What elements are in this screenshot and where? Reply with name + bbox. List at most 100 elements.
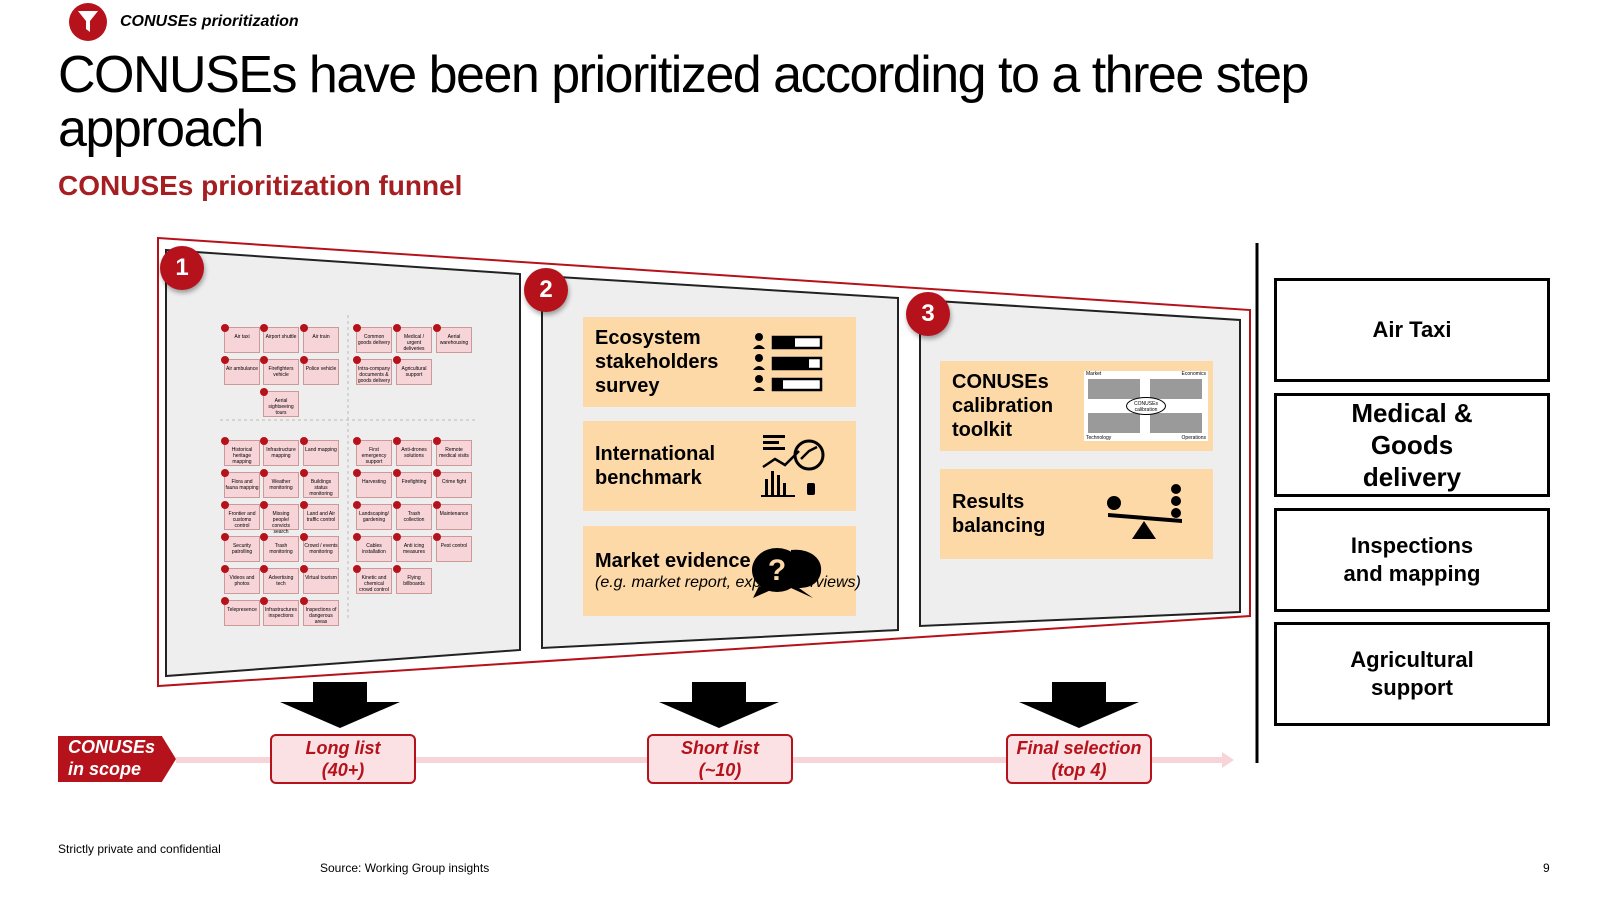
long-list-tile: Kinetic and chemical crowd control	[353, 565, 392, 594]
svg-text:?: ?	[768, 554, 786, 587]
long-list-tile: Remote medical visits	[433, 437, 472, 466]
long-list-tile: Pest control	[433, 533, 472, 562]
long-list-tile: Aerial warehousing	[433, 324, 472, 353]
section-tag: CONUSEs prioritization	[120, 13, 299, 30]
progress-track-arrow	[1222, 752, 1234, 768]
long-list-tile: Weather monitoring	[260, 469, 299, 498]
source-note: Source: Working Group insights	[320, 861, 490, 875]
long-list-tile: Cables installation	[353, 533, 392, 562]
thumb-bottom-right: Operations	[1181, 435, 1206, 441]
long-list-tile: Flying billboards	[393, 565, 432, 594]
stage-short-list: Short list (~10)	[647, 734, 793, 784]
long-list-tile: Airport shuttle	[260, 324, 299, 353]
long-list-tile: Firefighting	[393, 469, 432, 498]
calibration-matrix-icon: Market Economics CONUSEs calibration Tec…	[1084, 371, 1208, 441]
card-label: CONUSEs calibration toolkit	[952, 371, 1054, 441]
stage-count: (~10)	[698, 760, 742, 780]
long-list-tile: Maintenance	[433, 501, 472, 530]
result-label: Inspections and mapping	[1343, 533, 1481, 586]
long-list-tile: Infrastructures inspections	[260, 597, 299, 626]
long-list-tile: Intra-company documents & goods delivery	[353, 356, 392, 385]
stage-title: Short list	[680, 738, 759, 758]
stage-title: Final selection	[1016, 738, 1142, 758]
long-list-tile: Agricultural support	[393, 356, 432, 385]
long-list-tile: Air taxi	[221, 324, 260, 353]
card-stakeholders-survey: Ecosystem stakeholders survey	[583, 317, 856, 407]
scope-tag-line1: CONUSEs	[68, 737, 156, 757]
thumb-quad-4	[1150, 413, 1202, 433]
thumb-quad-3	[1088, 413, 1140, 433]
long-list-tile: Trash monitoring	[260, 533, 299, 562]
panel-step-3	[919, 298, 1241, 628]
long-list-tile: Land and Air traffic control	[300, 501, 339, 530]
down-arrow-1	[280, 682, 400, 728]
long-list-tile: Buildings status monitoring	[300, 469, 339, 498]
thumb-quad-1	[1088, 379, 1140, 399]
long-list-tile: Common goods delivery	[353, 324, 392, 353]
long-list-tile: Harvesting	[353, 469, 392, 498]
long-list-tile: Air train	[300, 324, 339, 353]
thumb-quad-2	[1150, 379, 1202, 399]
long-list-tile: Missing people/ convicts search	[260, 501, 299, 535]
stage-final-selection: Final selection (top 4)	[1006, 734, 1152, 784]
long-list-tile: Medical / urgent deliveries	[393, 324, 432, 353]
result-agricultural-support: Agricultural support	[1274, 622, 1550, 726]
card-market-evidence: Market evidence (e.g. market report, exp…	[583, 526, 861, 616]
step-badge-3: 3	[906, 292, 950, 336]
company-logo	[69, 3, 107, 41]
card-calibration-toolkit: CONUSEs calibration toolkit Market Econo…	[940, 361, 1213, 451]
long-list-tile: Land mapping	[300, 437, 339, 466]
long-list-tile: Flora and fauna mapping	[221, 469, 260, 498]
thumb-top-left: Market	[1086, 371, 1102, 377]
long-list-tile: Telepresence	[221, 597, 260, 626]
long-list-tile: Air ambulance	[221, 356, 260, 385]
scope-tag-line2: in scope	[68, 759, 142, 779]
stage-count: (top 4)	[1051, 760, 1107, 780]
thumb-center: CONUSEs calibration	[1126, 397, 1166, 415]
long-list-tile: Security patrolling	[221, 533, 260, 562]
long-list-tile: First emergency support	[353, 437, 392, 466]
confidential-note: Strictly private and confidential	[58, 842, 221, 856]
stage-title: Long list	[305, 738, 381, 758]
long-list-tile: Videos and photos	[221, 565, 260, 594]
result-medical-goods-delivery: Medical & Goods delivery	[1274, 393, 1550, 497]
funnel-logo-icon	[78, 11, 98, 32]
funnel-outline	[157, 236, 1251, 688]
question-bubble-icon: ?	[752, 548, 822, 598]
step-badge-1: 1	[160, 246, 204, 290]
card-label: International benchmark	[595, 443, 716, 489]
long-list-tile: Historical heritage mapping	[221, 437, 260, 466]
card-label: Results balancing	[952, 491, 1046, 537]
page-title: CONUSEs have been prioritized according …	[58, 46, 1309, 158]
long-list-tile: Inspections of dangerous areas	[300, 597, 339, 626]
page-number: 9	[1543, 861, 1550, 875]
conuses-in-scope-tag: CONUSEs in scope	[58, 736, 176, 782]
result-label: Air Taxi	[1372, 317, 1452, 342]
thumb-top-right: Economics	[1181, 371, 1206, 377]
long-list-tile: Crime fight	[433, 469, 472, 498]
balance-scale-icon	[1107, 484, 1182, 539]
result-air-taxi: Air Taxi	[1274, 278, 1550, 382]
down-arrow-2	[659, 682, 779, 728]
long-list-tile: Firefighters vehicle	[260, 356, 299, 385]
long-list-tile: Anti icing measures	[393, 533, 432, 562]
benchmark-chart-icon	[761, 435, 825, 497]
stage-long-list: Long list (40+)	[270, 734, 416, 784]
long-list-tile: Infrastructure mapping	[260, 437, 299, 466]
card-label-main: Market evidence	[595, 550, 751, 572]
long-list-tile: Advertising tech	[260, 565, 299, 594]
long-list-tile: Police vehicle	[300, 356, 339, 385]
card-label: Ecosystem stakeholders survey	[595, 327, 719, 397]
long-list-tile: Frontier and customs control	[221, 501, 260, 530]
stage-count: (40+)	[321, 760, 365, 780]
thumb-bottom-left: Technology	[1086, 435, 1112, 441]
long-list-tile: Trash collection	[393, 501, 432, 530]
step-badge-2: 2	[524, 268, 568, 312]
long-list-tile: Anti-drones solutions	[393, 437, 432, 466]
long-list-tile: Virtual tourism	[300, 565, 339, 594]
long-list-tile: Landscaping/ gardening	[353, 501, 392, 530]
card-international-benchmark: International benchmark	[583, 421, 856, 511]
result-inspections-mapping: Inspections and mapping	[1274, 508, 1550, 612]
result-label: Medical & Goods delivery	[1351, 398, 1473, 492]
